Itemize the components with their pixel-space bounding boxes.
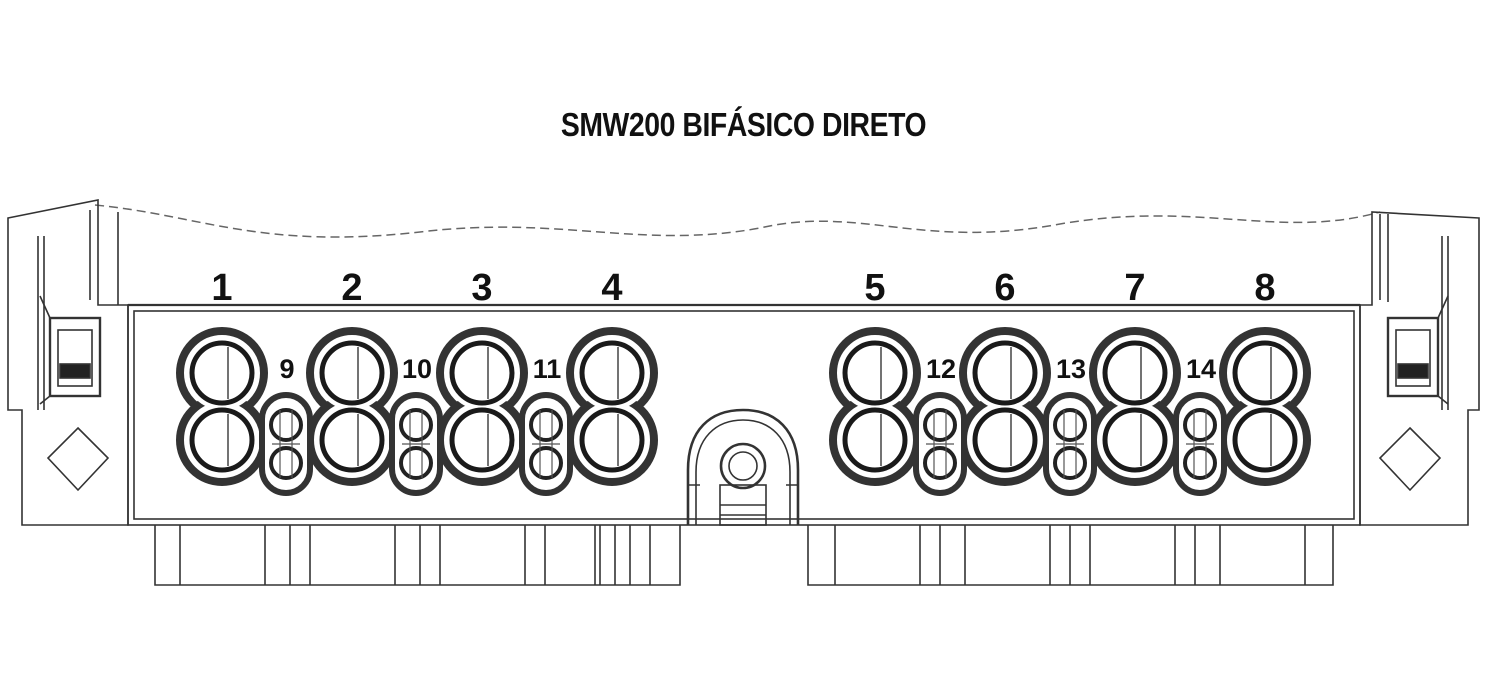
terminal-body [127,303,1361,526]
diagram-title: SMW200 BIFÁSICO DIRETO [560,106,927,143]
terminal-label-1: 1 [211,267,232,309]
bottom-skirt-left [154,525,681,586]
terminal-label-12: 12 [926,354,956,384]
aux-terminal-12 [913,392,967,496]
terminal-label-3: 3 [471,267,492,309]
terminal-label-10: 10 [402,354,432,384]
terminal-label-13: 13 [1056,354,1086,384]
bottom-skirt-right [807,525,1334,586]
main-terminal-6 [959,327,1051,486]
terminal-label-6: 6 [994,267,1015,309]
aux-terminal-14 [1173,392,1227,496]
cut-line [94,204,1381,238]
aux-terminal-11 [519,392,573,496]
terminal-label-2: 2 [341,267,362,309]
main-terminal-5 [829,327,921,486]
aux-terminal-9 [259,392,313,496]
aux-terminal-10 [389,392,443,496]
aux-terminal-13 [1043,392,1097,496]
terminal-label-7: 7 [1124,267,1145,309]
main-terminal-3 [436,327,528,486]
terminal-label-11: 11 [533,354,562,384]
right-mounting-ear [1359,211,1480,526]
main-terminal-7 [1089,327,1181,486]
center-screw-housing [686,408,800,526]
main-terminal-8 [1219,327,1311,486]
mounting-hole [46,426,110,492]
terminal-label-8: 8 [1254,267,1275,309]
terminal-label-5: 5 [864,267,885,309]
main-terminal-2 [306,327,398,486]
terminal-label-9: 9 [279,354,294,384]
main-terminal-1 [176,327,268,486]
terminal-label-14: 14 [1186,354,1216,384]
main-terminal-4 [566,327,658,486]
left-mounting-ear [7,199,129,526]
terminal-label-4: 4 [601,267,622,309]
mounting-hole [1378,426,1442,492]
